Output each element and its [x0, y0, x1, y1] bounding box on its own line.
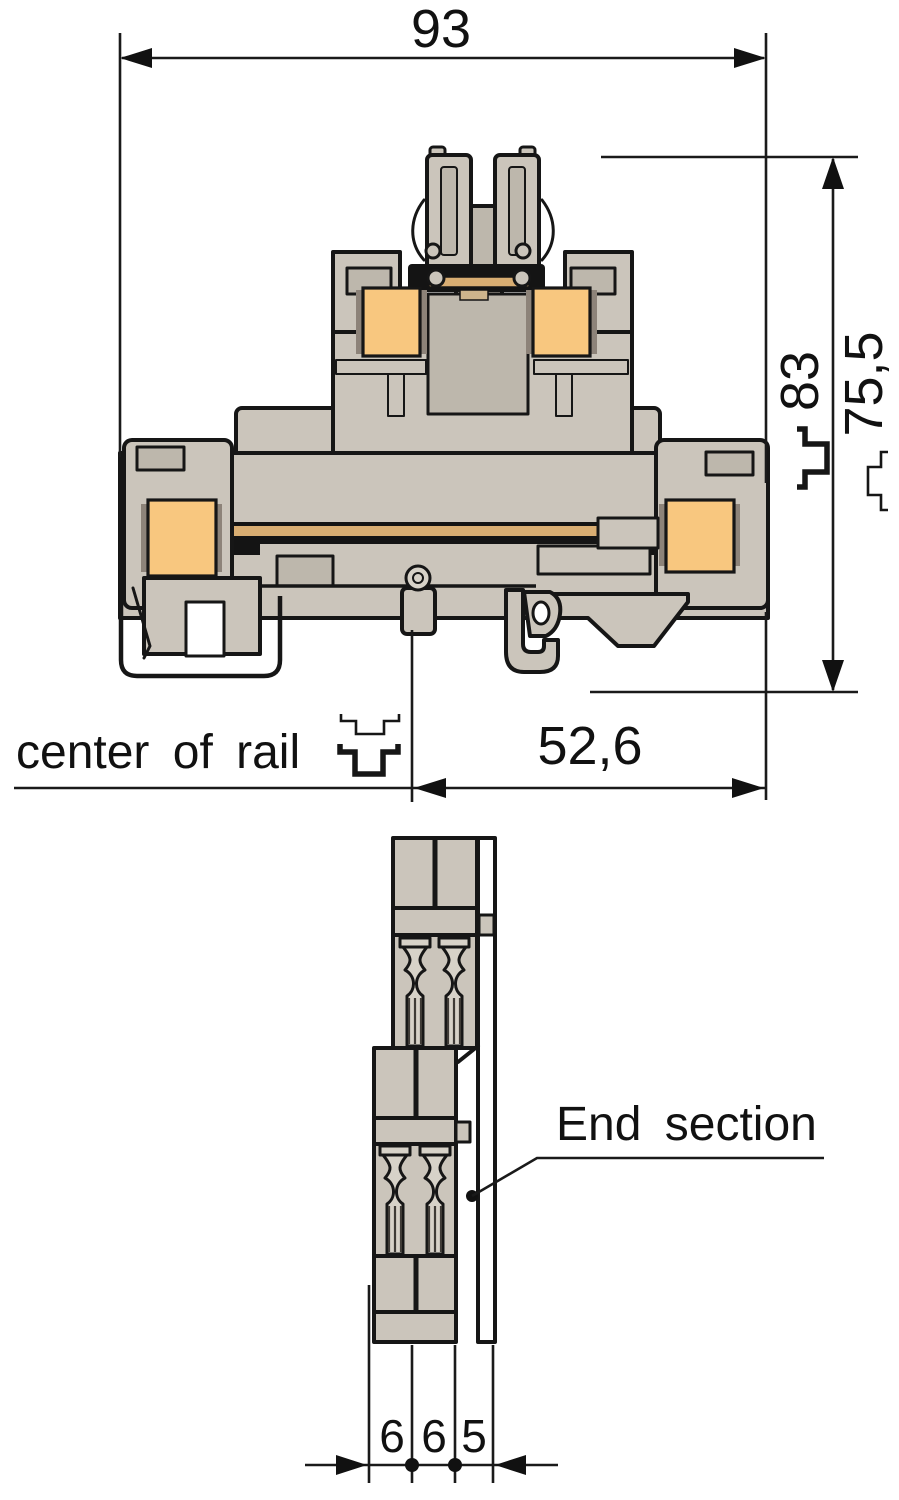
spring-curl-left	[411, 198, 426, 262]
arrowhead-right	[732, 778, 764, 798]
dim-pitch-3: 5	[461, 1410, 487, 1462]
mounting-screw	[404, 564, 432, 592]
leader-line	[471, 1156, 824, 1198]
center-of-rail-label: center of rail	[16, 726, 300, 779]
upper-center-cavity	[426, 292, 530, 416]
dim-height-flat-rail: 75,5	[834, 331, 894, 436]
arrowhead-left	[414, 778, 446, 798]
upper-tier	[331, 250, 634, 459]
dim-pitch-2: 6	[421, 1410, 447, 1462]
spring-clamp-profiles-upper	[398, 936, 471, 1048]
screw-boss	[400, 586, 437, 636]
fuse-contact-lower-right	[664, 498, 736, 574]
spring-curl-right	[540, 198, 555, 262]
arrowhead-up	[822, 157, 844, 189]
lower-tier	[118, 438, 770, 679]
end-plate	[476, 836, 497, 1344]
spring-clamp-profiles-lower	[378, 1144, 452, 1256]
rail-hook-left	[118, 584, 283, 679]
foot-chamfer-right	[538, 592, 690, 648]
dim-overall-width: 93	[411, 0, 471, 59]
lower-window-left	[135, 445, 186, 472]
dimension-dot	[405, 1458, 419, 1472]
dim-rail-center-to-edge: 52,6	[537, 716, 642, 776]
din-rail-profile-icon-thick	[337, 744, 401, 777]
fuse-contact-lower-left	[146, 498, 218, 578]
top-clamp-pair	[411, 145, 555, 312]
fuse-contact-upper-left	[361, 286, 422, 358]
rail-latch	[504, 588, 560, 674]
clip-spring	[131, 586, 152, 660]
arrowhead-left	[120, 48, 152, 68]
arrowhead-down	[822, 660, 844, 692]
dimension-annotations: 93 83 75,5 center of rail 52,6 End secti…	[14, 0, 894, 1483]
side-view-end-section	[372, 836, 497, 1344]
arrowhead-right	[336, 1455, 367, 1475]
din-rail-profile-icon-thin	[866, 450, 888, 512]
din-rail-profile-icon-thin	[339, 714, 401, 736]
front-view-terminal-block	[118, 145, 770, 679]
din-rail-profile-icon-thick	[797, 426, 830, 490]
arrowhead-right	[734, 48, 766, 68]
end-section-label: End section	[556, 1098, 817, 1151]
lower-window-right	[704, 450, 755, 477]
dim-height-deep-rail: 83	[770, 351, 830, 411]
fuse-contact-upper-right	[531, 286, 592, 358]
main-busbar	[230, 526, 658, 536]
arrowhead-left	[495, 1455, 526, 1475]
dimension-dot	[448, 1458, 462, 1472]
dim-pitch-1: 6	[379, 1410, 405, 1462]
